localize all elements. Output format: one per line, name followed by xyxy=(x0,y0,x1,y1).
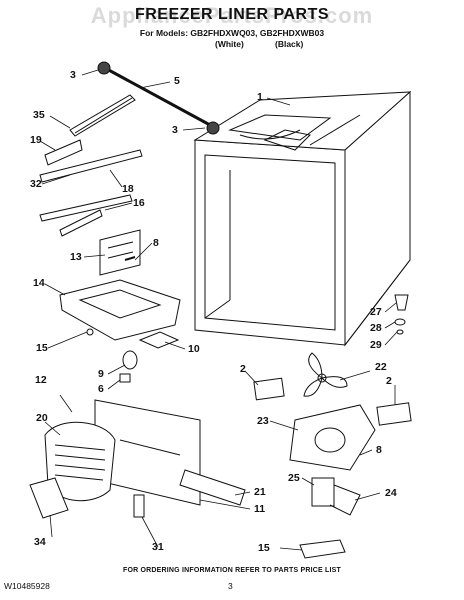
freezer-liner xyxy=(193,90,412,347)
end-cap xyxy=(29,477,69,519)
light-assembly xyxy=(119,350,138,383)
callout-8-upper: 8 xyxy=(153,237,159,249)
callout-5: 5 xyxy=(174,75,180,87)
callout-31: 31 xyxy=(152,541,164,553)
fan-shroud xyxy=(289,404,376,471)
callout-2-left: 2 xyxy=(240,363,246,375)
callout-1: 1 xyxy=(257,91,263,103)
callout-24: 22 xyxy=(375,361,387,373)
fan-blade xyxy=(303,352,348,397)
callout-26: 25 xyxy=(288,472,300,484)
callout-19: 18 xyxy=(122,183,134,195)
callout-3-left: 3 xyxy=(70,69,76,81)
fan-motor xyxy=(311,477,361,516)
callout-22: 20 xyxy=(36,412,48,424)
ordering-note: FOR ORDERING INFORMATION REFER TO PARTS … xyxy=(122,567,342,574)
callout-8-lower: 8 xyxy=(376,444,382,456)
callout-32: 32 xyxy=(30,178,42,190)
page-number: 3 xyxy=(228,581,233,591)
watermark: AppliancePartsPros.com xyxy=(90,3,374,28)
callout-29: 29 xyxy=(370,339,382,351)
callout-14: 14 xyxy=(33,277,45,289)
slide-rails xyxy=(39,94,143,237)
models-line: For Models: GB2FHDXWQ03, GB2FHDXWB03 xyxy=(139,28,325,38)
callout-20: 21 xyxy=(254,486,266,498)
callout-28: 28 xyxy=(370,322,382,334)
tray xyxy=(59,279,181,341)
callout-2-right: 2 xyxy=(386,375,392,387)
callout-35: 35 xyxy=(33,109,45,121)
small-parts-right xyxy=(394,294,409,335)
callout-34: 34 xyxy=(34,536,46,548)
callout-13: 13 xyxy=(70,251,82,263)
duct-cover xyxy=(94,399,246,506)
callout-3-right: 3 xyxy=(172,124,178,136)
axle-rod xyxy=(97,61,220,135)
page-title: FREEZER LINER PARTS xyxy=(134,6,330,23)
callout-9: 9 xyxy=(98,368,104,380)
gasket-part xyxy=(138,331,180,349)
callout-11: 11 xyxy=(254,503,266,515)
motor-bracket xyxy=(299,539,346,559)
callout-18: 16 xyxy=(133,197,145,209)
clip-part xyxy=(133,494,145,518)
document-number: W10485928 xyxy=(4,581,50,591)
callout-23: 23 xyxy=(257,415,269,427)
callout-6: 6 xyxy=(98,383,104,395)
bracket xyxy=(99,229,141,276)
variant-white: (White) xyxy=(215,39,244,49)
foam-pad-right xyxy=(376,402,412,426)
callout-10: 10 xyxy=(188,343,200,355)
callout-15: 15 xyxy=(258,542,270,554)
callout-16: 15 xyxy=(36,342,48,354)
variant-black: (Black) xyxy=(275,39,304,49)
callout-27: 27 xyxy=(370,306,382,318)
callout-12: 12 xyxy=(35,374,47,386)
leader-lines xyxy=(39,69,398,551)
foam-pad-left xyxy=(253,377,285,401)
callout-21: 19 xyxy=(30,134,42,146)
callout-25: 24 xyxy=(385,487,397,499)
